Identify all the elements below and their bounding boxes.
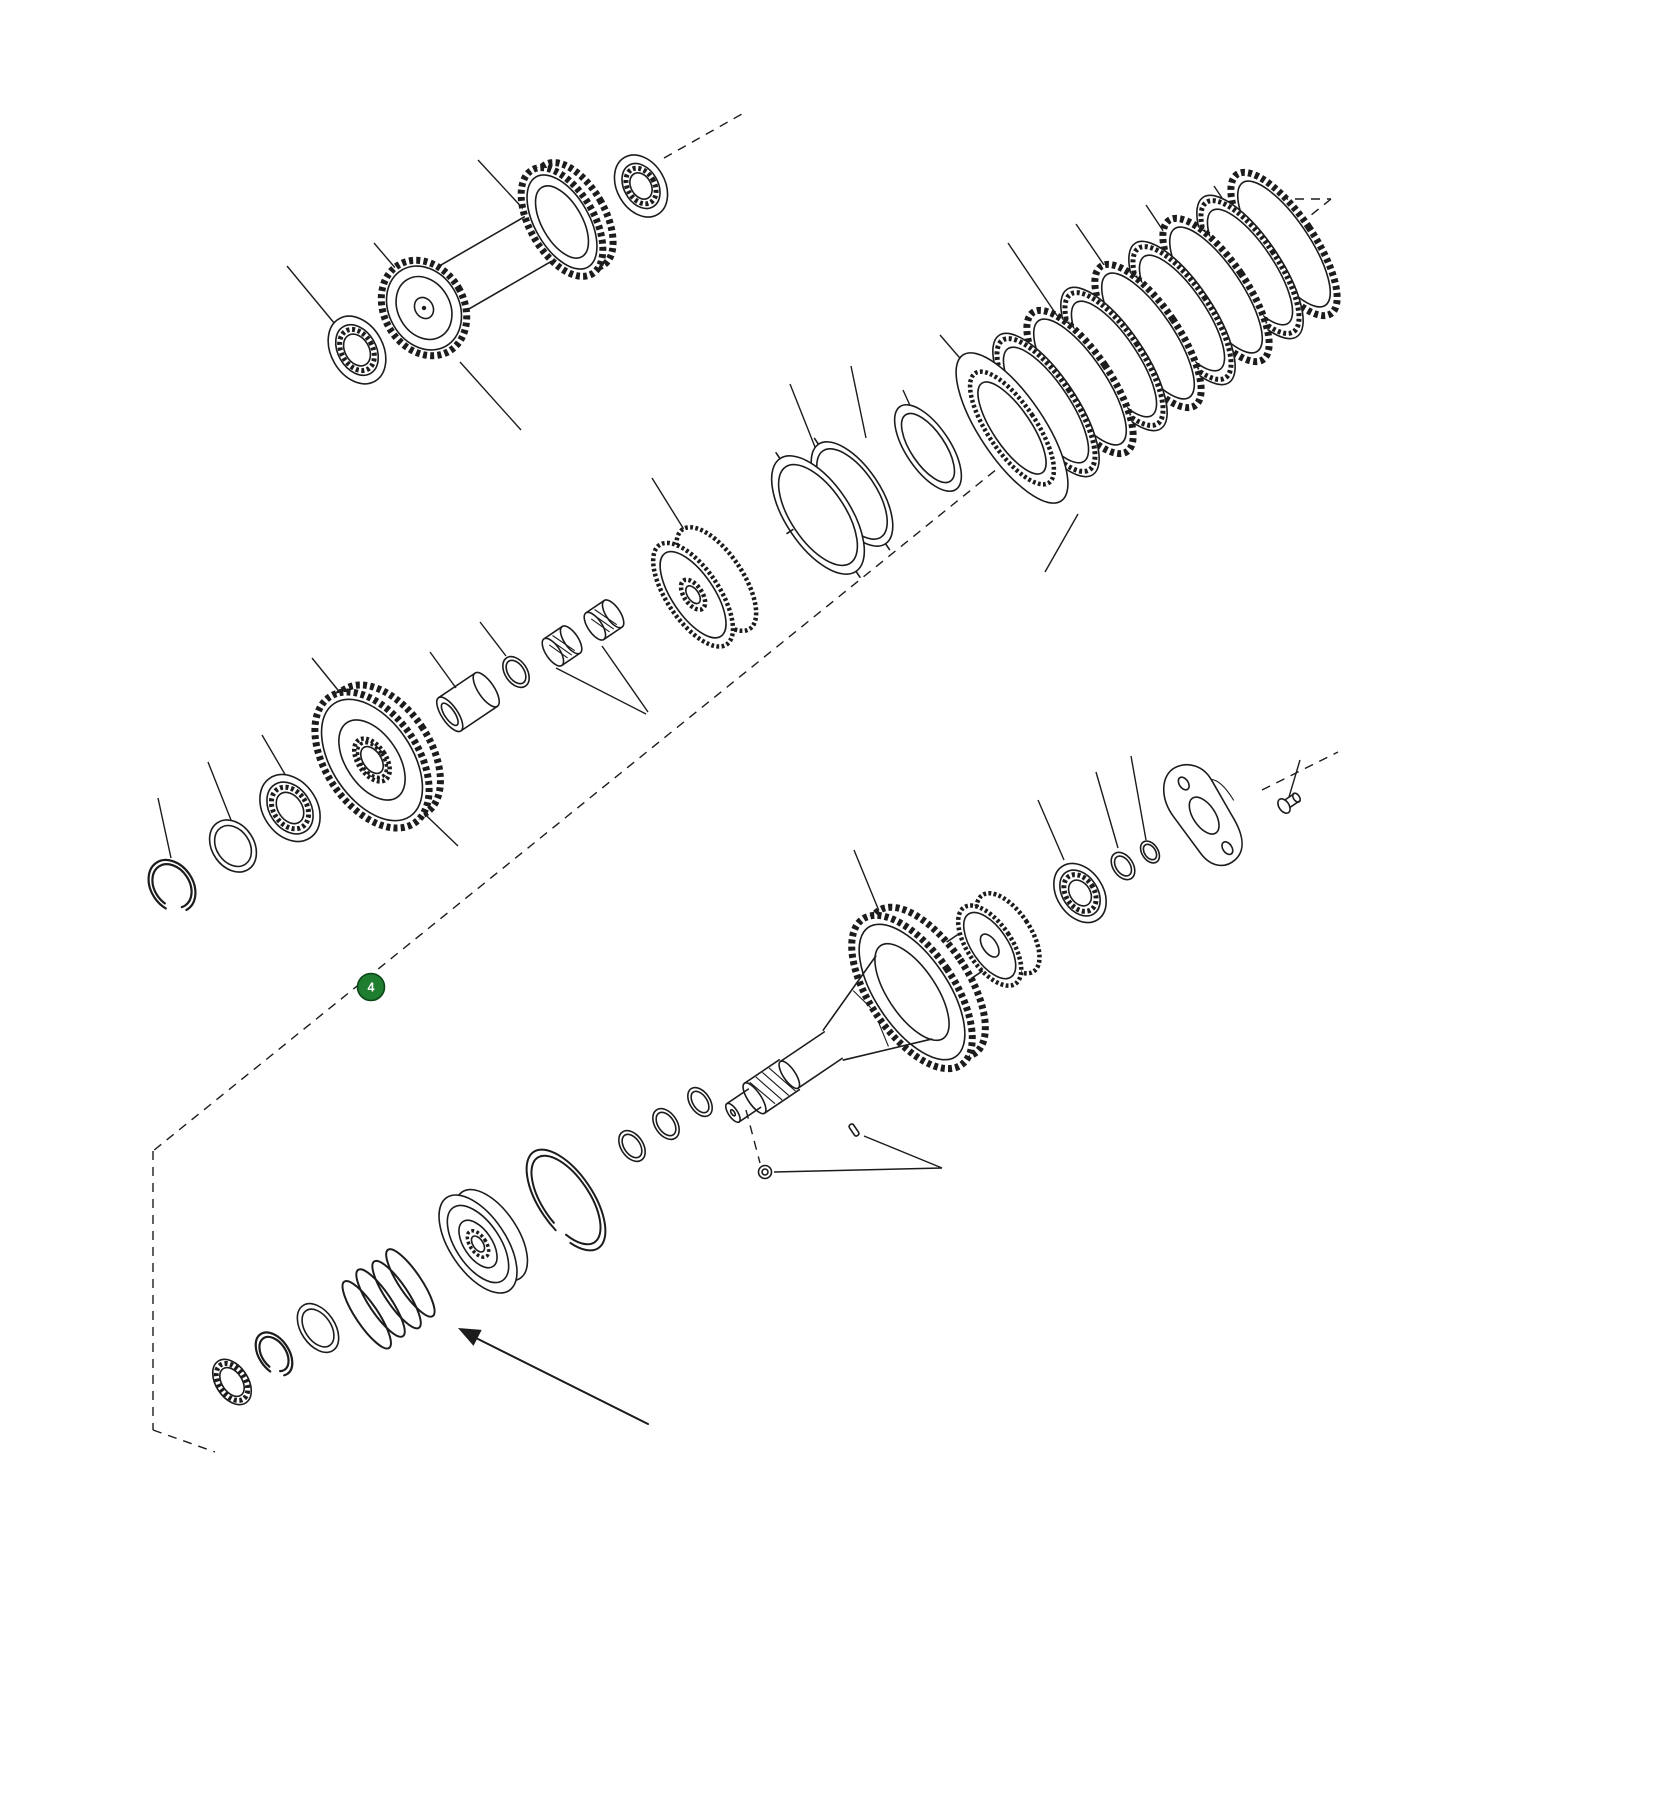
needle-bearing xyxy=(541,625,583,667)
woodruff-key xyxy=(848,1123,860,1137)
seal-ring xyxy=(687,1086,713,1118)
synchro-ring-front xyxy=(770,452,866,578)
clutch-pressure-plate xyxy=(955,352,1069,504)
idler-gear-shaft-assembly xyxy=(327,154,669,385)
bushing xyxy=(435,671,501,733)
seal-ring xyxy=(652,1107,680,1141)
seal-ring xyxy=(618,1129,646,1163)
spacer-ring xyxy=(502,655,530,689)
leader-lines xyxy=(157,159,1301,1173)
clutch-plate-stack xyxy=(955,168,1341,504)
main-bearing xyxy=(1053,862,1107,924)
thrust-washer xyxy=(893,403,963,493)
retainer-bolt xyxy=(1277,792,1301,814)
driven-gear-cluster xyxy=(147,599,625,914)
idler-small-gear xyxy=(377,256,471,360)
clutch-disc xyxy=(1091,260,1205,412)
washer xyxy=(208,819,258,873)
spacer-washer xyxy=(1110,851,1136,881)
idler-large-gear xyxy=(517,159,617,280)
snap-ring xyxy=(147,858,197,914)
ball-bearing xyxy=(259,773,321,843)
detail-boundary-dashes xyxy=(152,113,1339,1453)
synchro-hub-gear xyxy=(650,524,759,649)
part-number-hotspot[interactable]: 4 xyxy=(356,972,386,1002)
idler-top-bearing xyxy=(613,154,669,218)
idler-left-bearing xyxy=(327,315,387,385)
shim-ring xyxy=(1139,840,1161,864)
part-marker-label: 4 xyxy=(368,981,375,995)
part-marker-circle[interactable] xyxy=(356,972,386,1002)
bearing-axis-dash xyxy=(663,113,743,159)
shaft-tip-dash xyxy=(745,1109,761,1164)
output-shaft-gear xyxy=(724,903,989,1124)
detent-ball xyxy=(757,1164,773,1180)
synchronizer-group xyxy=(650,403,963,649)
cover-axis-dash xyxy=(1261,751,1339,791)
main-shaft-assembly xyxy=(724,763,1301,1180)
pinion-gear xyxy=(955,890,1042,988)
spring-retainer-group xyxy=(211,1086,713,1406)
coil-spring xyxy=(341,1248,436,1350)
washer xyxy=(296,1302,340,1354)
sealed-washer xyxy=(211,1358,253,1406)
arrowhead xyxy=(458,1328,482,1346)
snap-ring xyxy=(254,1331,294,1377)
orientation-arrow xyxy=(458,1328,649,1425)
bearing-retainer-plate xyxy=(1162,763,1243,867)
needle-bearing xyxy=(583,599,625,641)
driven-gear xyxy=(311,681,444,832)
large-snap-ring xyxy=(525,1148,607,1252)
spring-retainer-drum xyxy=(438,1188,529,1294)
